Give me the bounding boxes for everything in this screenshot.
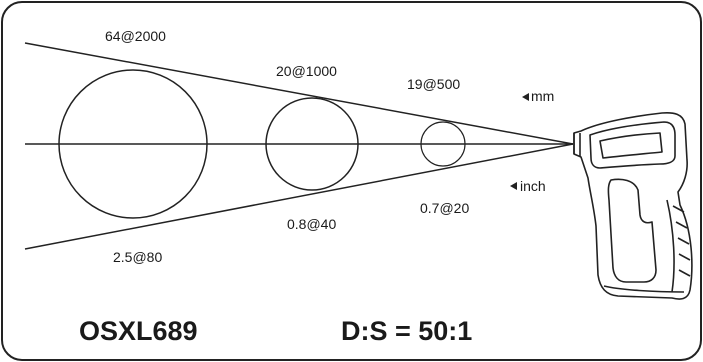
beam-lower-line: [24, 143, 574, 250]
unit-inch-label: inch: [520, 178, 546, 194]
pointer-inch-icon: [510, 182, 517, 190]
label-mm-far: 64@2000: [105, 28, 166, 44]
label-inch-near: 0.7@20: [420, 200, 469, 216]
spot-circle-medium: [265, 97, 359, 191]
pointer-mm-icon: [522, 93, 529, 101]
spot-circle-small: [420, 121, 466, 167]
spot-circle-large: [58, 69, 208, 219]
label-inch-far: 2.5@80: [113, 249, 162, 265]
label-mm-near: 19@500: [407, 76, 460, 92]
model-name: OSXL689: [79, 316, 198, 346]
label-mm-mid: 20@1000: [276, 63, 337, 79]
unit-mm-label: mm: [531, 88, 554, 104]
infrared-thermometer-gun-icon: [573, 111, 693, 300]
beam-upper-line: [24, 42, 574, 145]
distance-to-spot-ratio: D:S = 50:1: [341, 316, 472, 346]
label-inch-mid: 0.8@40: [287, 216, 336, 232]
